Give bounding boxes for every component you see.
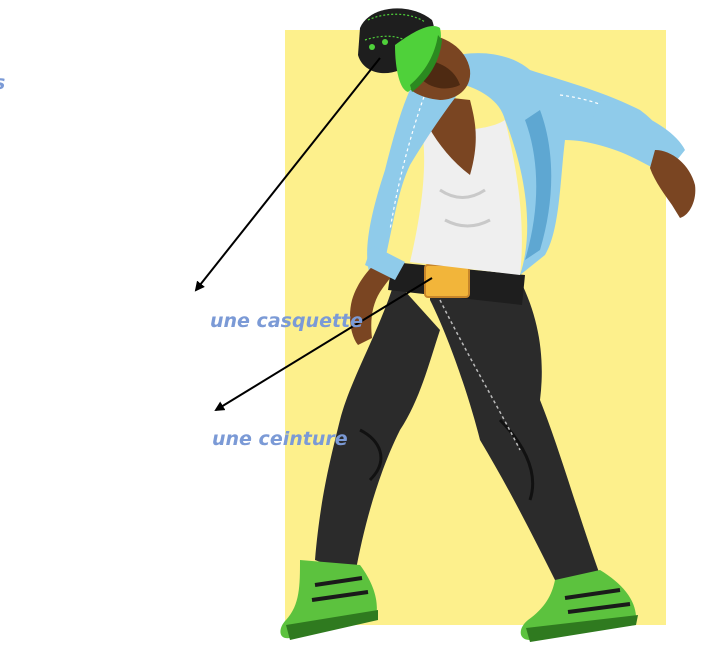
cut-off-label: s (0, 72, 5, 94)
belt-label: une ceinture (212, 428, 348, 450)
cap-label: une casquette (210, 310, 363, 332)
belt-buckle (425, 265, 469, 297)
cap-button (369, 44, 375, 50)
cap-button (382, 39, 388, 45)
